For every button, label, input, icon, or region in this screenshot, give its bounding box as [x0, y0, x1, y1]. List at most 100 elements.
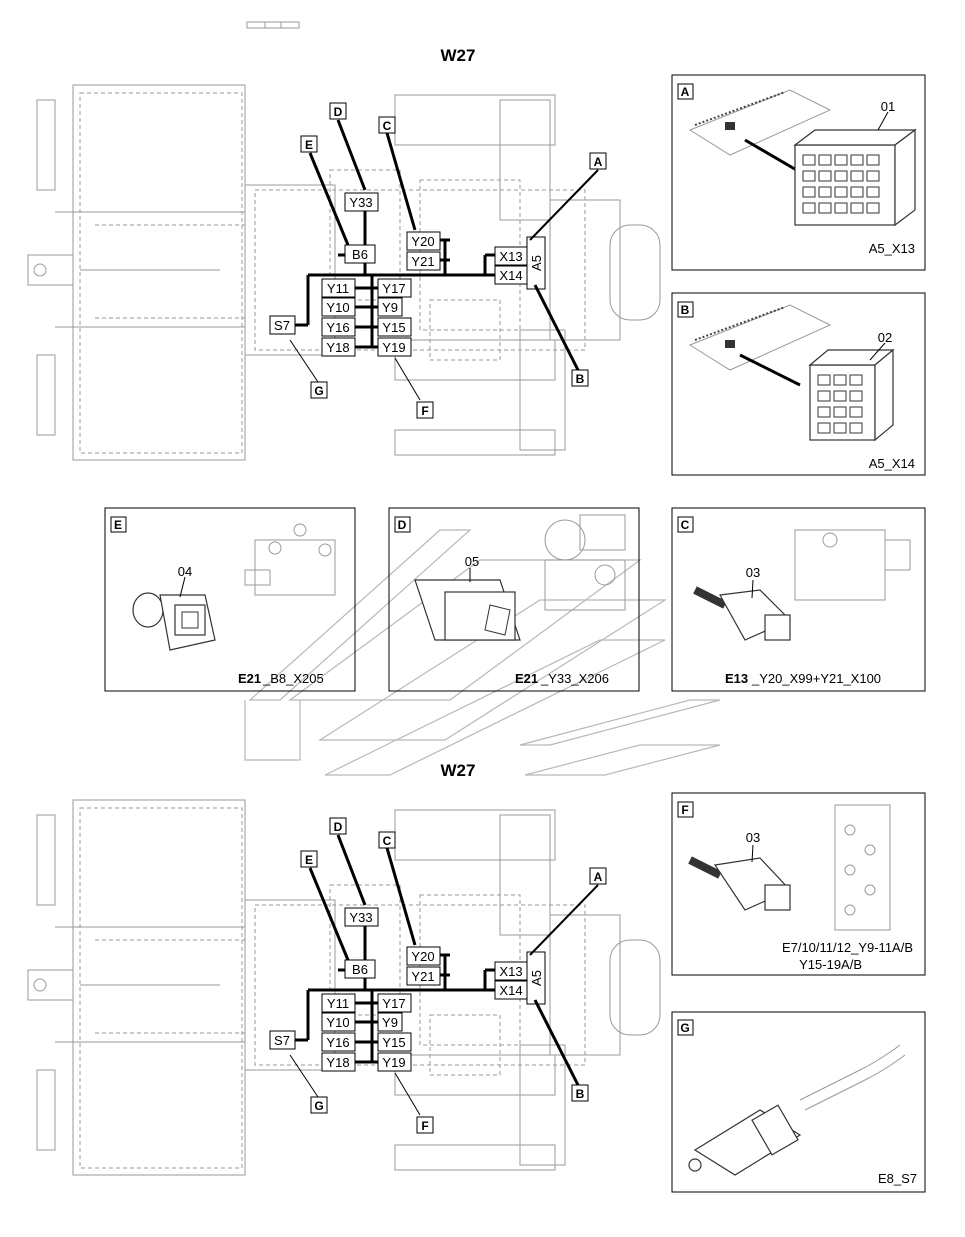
watermark-logo	[244, 529, 721, 776]
detail-c-caption-bold: E13	[725, 671, 748, 686]
corner-mark	[246, 21, 300, 29]
part-number-05: 05	[465, 554, 479, 569]
bottom-callouts: D C E A B G F	[289, 817, 607, 1134]
label-y16-b: Y16	[326, 1035, 349, 1050]
detail-c-caption: _Y20_X99+Y21_X100	[751, 671, 881, 686]
connector-02	[808, 348, 895, 442]
label-y33: Y33	[349, 195, 372, 210]
callout-f: F	[421, 404, 428, 418]
part-number-03-f: 03	[746, 830, 760, 845]
top-harness	[295, 208, 495, 349]
cable-g	[799, 1044, 906, 1111]
detail-e-caption: _B8_X205	[262, 671, 324, 686]
label-y20-b: Y20	[411, 949, 434, 964]
part-number-02: 02	[878, 330, 892, 345]
detail-panel-a: A 01 A5_X13	[671, 74, 926, 271]
callout-d-b: D	[334, 820, 343, 834]
detail-e-caption-bold: E21	[238, 671, 261, 686]
bottom-harness	[295, 923, 495, 1064]
label-y17-b: Y17	[382, 996, 405, 1011]
label-b6: B6	[352, 247, 368, 262]
callout-g-b: G	[314, 1099, 323, 1113]
callout-b-b: B	[576, 1087, 585, 1101]
connector-01	[793, 128, 917, 227]
label-y18: Y18	[326, 340, 349, 355]
label-y21-b: Y21	[411, 969, 434, 984]
label-y15-b: Y15	[382, 1035, 405, 1050]
label-y15: Y15	[382, 320, 405, 335]
detail-g-tag: G	[680, 1021, 689, 1035]
detail-panel-d: D 05 E21 _Y33_X206	[388, 507, 640, 692]
label-x14-b: X14	[499, 983, 522, 998]
detail-c-tag: C	[681, 518, 690, 532]
label-a5-b: A5	[529, 970, 544, 986]
label-y16: Y16	[326, 320, 349, 335]
pcb-board-b	[688, 304, 832, 371]
label-s7: S7	[274, 318, 290, 333]
valve-stack-f	[834, 804, 891, 931]
label-s7-b: S7	[274, 1033, 290, 1048]
bottom-component-labels: Y33 B6 Y20 Y21 X13 X14 A5 Y11 Y17 Y10 Y9…	[269, 907, 546, 1072]
label-y33-b: Y33	[349, 910, 372, 925]
connector-03-f	[688, 856, 792, 911]
label-y10-b: Y10	[326, 1015, 349, 1030]
callout-c: C	[383, 119, 392, 133]
label-x13-b: X13	[499, 964, 522, 979]
label-y11-b: Y11	[327, 996, 349, 1011]
switch-s7	[688, 1104, 802, 1176]
detail-f-tag: F	[681, 803, 688, 817]
callout-a-b: A	[594, 870, 603, 884]
bottom-machine-outline	[27, 799, 661, 1176]
callout-g: G	[314, 384, 323, 398]
callout-c-b: C	[383, 834, 392, 848]
valve-block-c	[794, 529, 911, 601]
label-y21: Y21	[411, 254, 434, 269]
detail-panel-e: E 04 E21 _B8_X205	[104, 507, 356, 692]
label-y9-b: Y9	[382, 1015, 398, 1030]
top-title: W27	[441, 46, 476, 65]
label-y18-b: Y18	[326, 1055, 349, 1070]
detail-panel-b: B 02 A5_X14	[671, 292, 926, 476]
label-b6-b: B6	[352, 962, 368, 977]
detail-b-tag: B	[681, 303, 690, 317]
detail-panel-c: C 03 E13 _Y20_X99+Y21_X100	[671, 507, 926, 692]
detail-a-tag: A	[681, 85, 690, 99]
valve-block-e	[244, 523, 336, 596]
top-component-labels: Y33 B6 Y20 Y21 X13 X14 A5 Y11 Y17 Y10 Y9…	[269, 192, 546, 357]
connector-05	[414, 579, 521, 641]
detail-g-caption: E8_S7	[878, 1171, 917, 1186]
callout-e-b: E	[305, 853, 313, 867]
label-y19: Y19	[382, 340, 405, 355]
label-x14: X14	[499, 268, 522, 283]
label-y19-b: Y19	[382, 1055, 405, 1070]
label-y9: Y9	[382, 300, 398, 315]
connector-04	[132, 592, 216, 651]
label-a5: A5	[529, 255, 544, 271]
part-number-03-c: 03	[746, 565, 760, 580]
detail-e-tag: E	[114, 518, 122, 532]
label-x13: X13	[499, 249, 522, 264]
label-y10: Y10	[326, 300, 349, 315]
detail-f-caption-line1: E7/10/11/12_Y9-11A/B	[782, 940, 913, 955]
connector-03-c	[693, 586, 792, 641]
detail-panel-g: G E8_S7	[671, 1011, 926, 1193]
label-y17: Y17	[382, 281, 405, 296]
top-callouts: D C E A B G F	[289, 102, 607, 419]
part-number-04: 04	[178, 564, 192, 579]
label-y20: Y20	[411, 234, 434, 249]
valve-block-d	[544, 514, 626, 611]
detail-f-caption-line2: Y15-19A/B	[799, 957, 862, 972]
detail-d-caption-bold: E21	[515, 671, 538, 686]
callout-a: A	[594, 155, 603, 169]
callout-d: D	[334, 105, 343, 119]
detail-a-caption: A5_X13	[869, 241, 915, 256]
label-y11: Y11	[327, 281, 349, 296]
callout-e: E	[305, 138, 313, 152]
top-machine-outline	[27, 84, 661, 461]
detail-d-tag: D	[398, 518, 407, 532]
bottom-title: W27	[441, 761, 476, 780]
detail-d-caption: _Y33_X206	[540, 671, 609, 686]
detail-panel-f: F 03 E7/10/11/12_Y9-11A/B Y15-19A/B	[671, 792, 926, 976]
detail-b-caption: A5_X14	[869, 456, 915, 471]
